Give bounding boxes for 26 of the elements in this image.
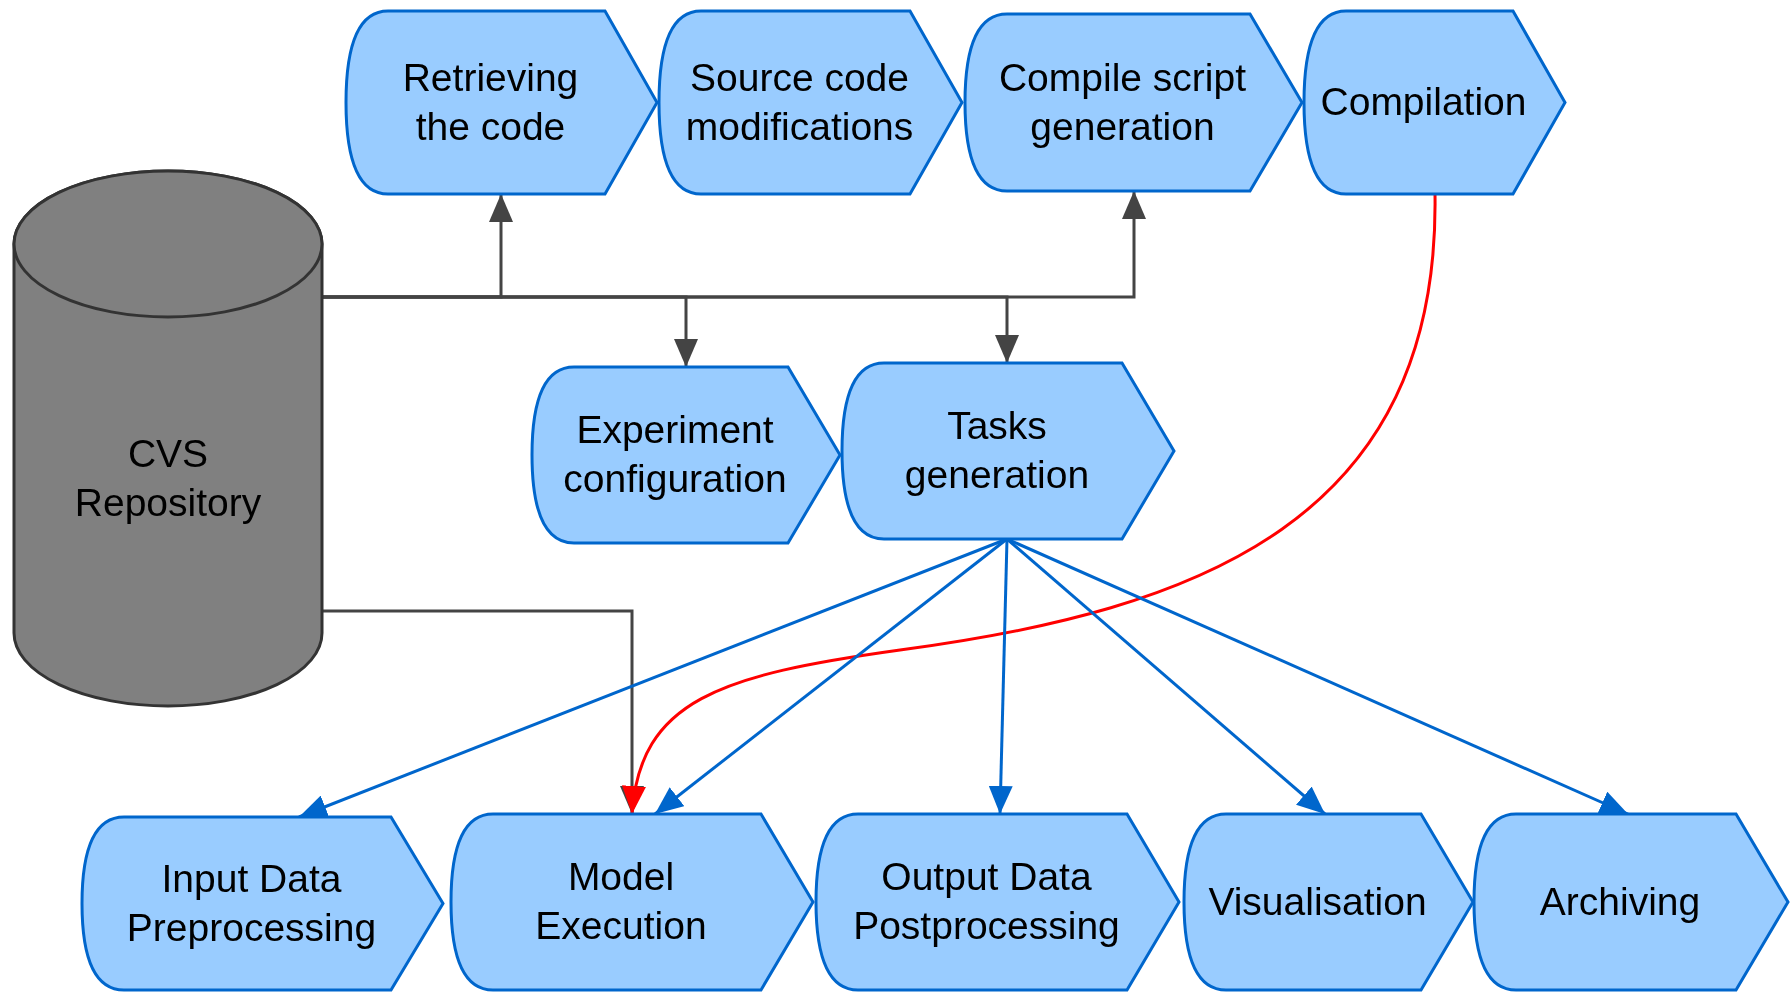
node-label: CVS Repository xyxy=(73,430,263,526)
process-step xyxy=(82,817,443,990)
process-step xyxy=(451,814,813,990)
process-step xyxy=(1304,11,1565,194)
process-step xyxy=(346,11,657,194)
process-step xyxy=(1474,814,1788,990)
node-label: Compilation xyxy=(1320,79,1527,126)
node-label: Source code modifications xyxy=(685,54,914,150)
node-label: Output Data Postprocessing xyxy=(852,854,1121,949)
node-label: Archiving xyxy=(1539,878,1701,925)
database-cylinder xyxy=(14,171,322,706)
node-label: Compile script generation xyxy=(997,54,1248,150)
process-step xyxy=(532,367,840,543)
node-label: Tasks generation xyxy=(903,403,1091,498)
arrow xyxy=(322,295,1019,363)
node-label: Retrieving the code xyxy=(401,54,580,150)
node-label: Input Data Preprocessing xyxy=(125,855,378,951)
node-label: Visualisation xyxy=(1208,878,1427,925)
process-step xyxy=(965,14,1302,191)
arrow xyxy=(322,609,644,814)
node-label: Model Execution xyxy=(534,854,708,949)
process-step xyxy=(816,814,1179,990)
process-step xyxy=(659,11,962,194)
process-step xyxy=(842,363,1174,539)
process-step xyxy=(1184,814,1473,990)
node-label: Experiment configuration xyxy=(562,407,788,502)
